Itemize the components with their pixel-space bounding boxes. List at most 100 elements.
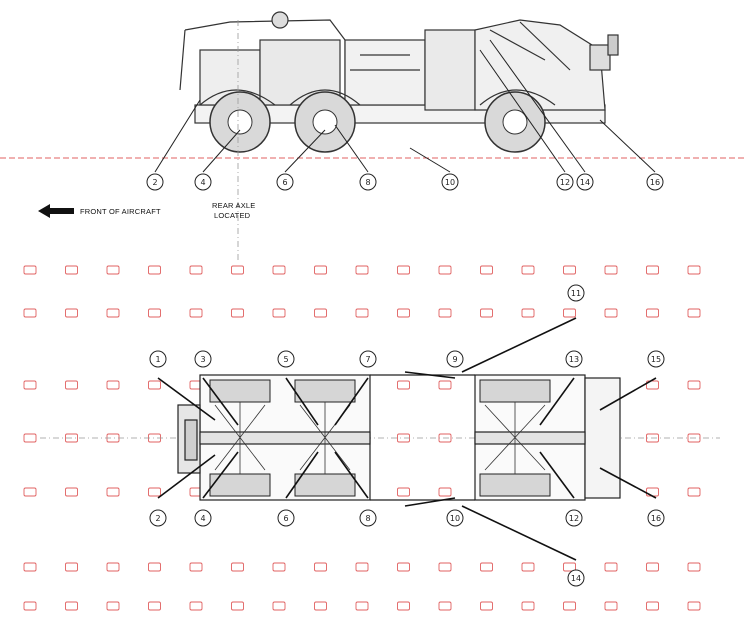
tiedown-ring [438,487,452,497]
callout-top-3: 3 [194,350,212,368]
tiedown-ring [397,601,410,611]
tiedown-ring [189,308,203,318]
tiedown-ring [272,601,286,611]
side-callouts: 2 4 6 8 10 12 14 16 [146,173,664,191]
tiedown-ring [521,308,535,318]
tiedown-ring [687,601,701,611]
tiedown-ring [23,601,37,611]
tiedown-ring [23,265,37,275]
callout-top-14: 14 [567,569,585,587]
tiedown-ring [355,562,369,572]
tiedown-ring [397,265,410,275]
callout-side-16: 16 [646,173,664,191]
callout-top-8: 8 [359,509,377,527]
svg-text:11: 11 [571,289,581,298]
tiedown-ring [438,601,452,611]
tiedown-ring [314,265,327,275]
tiedown-ring [563,562,576,572]
tiedown-ring [65,433,78,443]
svg-text:9: 9 [452,355,457,364]
tiedown-ring [272,308,286,318]
tiedown-ring [646,380,659,390]
tiedown-ring [438,380,452,390]
tiedown-ring [23,433,37,443]
tiedown-ring [231,265,244,275]
front-of-aircraft-label: FRONT OF AIRCRAFT [80,207,161,216]
svg-text:6: 6 [282,178,287,187]
side-leaders [154,39,656,173]
tiedown-ring [65,265,78,275]
svg-text:8: 8 [365,178,370,187]
callout-top-10: 10 [446,509,464,527]
tiedown-ring [189,265,203,275]
callout-side-8: 8 [359,173,377,191]
tiedown-ring [480,601,493,611]
svg-text:3: 3 [200,355,205,364]
tiedown-ring [397,380,410,390]
tiedown-ring [272,265,286,275]
tiedown-ring [687,562,701,572]
tiedown-chains [157,317,657,561]
callout-side-10: 10 [441,173,459,191]
tiedown-ring [646,433,659,443]
tiedown-ring [646,308,659,318]
callout-top-7: 7 [359,350,377,368]
tiedown-ring [563,265,576,275]
tiedown-ring [314,308,327,318]
tiedown-ring [148,265,161,275]
tiedown-ring [148,601,161,611]
tiedown-ring [23,308,37,318]
tiedown-ring [438,265,452,275]
tiedown-ring [480,265,493,275]
tiedown-ring [65,562,78,572]
callout-top-12: 12 [565,509,583,527]
rear-axle-label-line2: LOCATED [214,211,251,220]
callout-top-15: 15 [647,350,665,368]
side-view: 2 4 6 8 10 12 14 16 [0,11,745,260]
tiedown-ring [314,562,327,572]
tiedown-ring [687,380,701,390]
callout-side-6: 6 [276,173,294,191]
svg-text:16: 16 [651,514,661,523]
tiedown-ring [397,487,410,497]
svg-text:13: 13 [569,355,579,364]
svg-text:4: 4 [200,514,205,523]
top-callouts: 1 3 5 7 9 11 13 15 2 4 6 8 10 12 14 16 [149,284,665,587]
tiedown-ring [438,562,452,572]
tiedown-ring [231,308,244,318]
chassis-bracing [214,402,546,474]
tiedown-ring [355,601,369,611]
tiedown-ring [148,562,161,572]
callout-side-14: 14 [576,173,594,191]
tiedown-ring [646,487,659,497]
tiedown-ring [65,601,78,611]
svg-text:16: 16 [650,178,660,187]
tiedown-ring [231,562,244,572]
tiedown-ring [397,562,410,572]
svg-text:15: 15 [651,355,661,364]
svg-text:6: 6 [283,514,288,523]
tiedown-ring [687,487,701,497]
callout-top-13: 13 [565,350,583,368]
tiedown-ring [65,308,78,318]
tiedown-ring [646,562,659,572]
side-wheels [209,91,546,153]
callout-top-5: 5 [277,350,295,368]
tiedown-ring [65,380,78,390]
tiedown-ring [106,487,120,497]
tiedown-ring [604,562,618,572]
callout-top-6: 6 [277,509,295,527]
callout-top-2: 2 [149,509,167,527]
svg-text:4: 4 [200,178,205,187]
tiedown-ring [355,308,369,318]
tiedown-ring [148,308,161,318]
tiedown-ring [646,265,659,275]
tiedown-ring [106,380,120,390]
callout-side-4: 4 [194,173,212,191]
tiedown-ring [687,308,701,318]
top-wheels [209,379,551,497]
tiedown-ring [521,265,535,275]
svg-text:12: 12 [569,514,579,523]
callout-top-11: 11 [567,284,585,302]
